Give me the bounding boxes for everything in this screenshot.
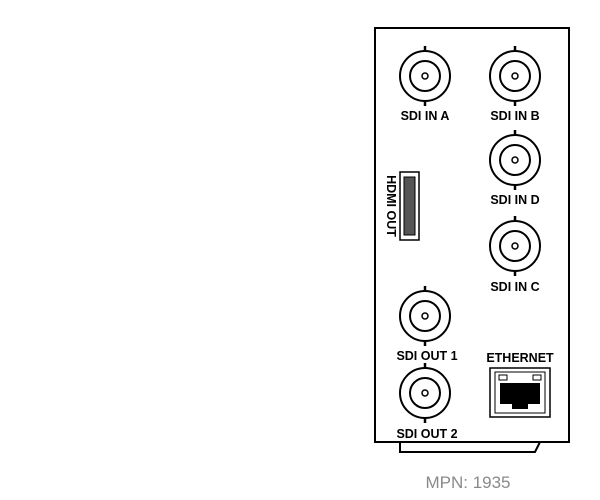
label-sdi-in-a: SDI IN A: [401, 109, 450, 123]
label-sdi-out-1: SDI OUT 1: [396, 349, 457, 363]
label-sdi-in-d: SDI IN D: [490, 193, 539, 207]
part-number-label: MPN: 1935: [425, 473, 510, 492]
bnc-connector-icon: [399, 46, 451, 106]
card-bottom-tab: [399, 441, 541, 453]
label-sdi-in-b: SDI IN B: [490, 109, 539, 123]
hdmi-port-icon: [399, 171, 420, 241]
rj45-port-icon: [489, 367, 551, 418]
label-hdmi-out: HDMI OUT: [384, 175, 398, 237]
bnc-connector-icon: [399, 363, 451, 423]
bnc-connector-icon: [399, 286, 451, 346]
bnc-connector-icon: [489, 130, 541, 190]
bnc-connector-icon: [489, 216, 541, 276]
bnc-connector-icon: [489, 46, 541, 106]
label-sdi-in-c: SDI IN C: [490, 280, 539, 294]
label-sdi-out-2: SDI OUT 2: [396, 427, 457, 441]
label-ethernet: ETHERNET: [486, 351, 554, 365]
